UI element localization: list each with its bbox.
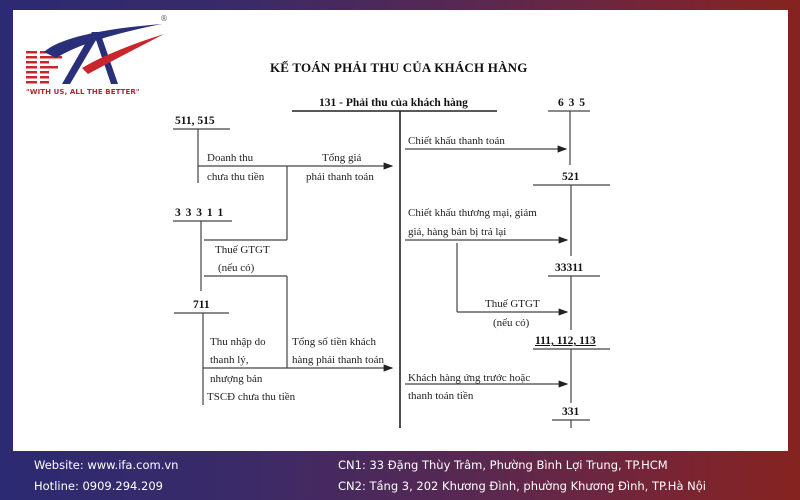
label-tong-so-2: hàng phải thanh toán (292, 354, 384, 366)
label-khach-hang-1: Khách hàng ứng trước hoặc (408, 372, 531, 384)
account-521-label: 521 (562, 171, 580, 183)
label-khach-hang-2: thanh toán tiền (408, 390, 474, 402)
label-thue-gtgt-right-1: Thuế GTGT (485, 298, 540, 310)
label-thu-nhap-4: TSCĐ chưa thu tiền (207, 391, 296, 403)
footer-hotline[interactable]: Hotline: 0909.294.209 (34, 479, 163, 493)
diagram-title: KẾ TOÁN PHẢI THU CỦA KHÁCH HÀNG (270, 60, 528, 75)
account-111-112-113-label: 111, 112, 113 (535, 335, 596, 347)
footer-branch-1: CN1: 33 Đặng Thùy Trâm, Phường Bình Lợi … (338, 458, 668, 472)
label-chiet-khau-tm-1: Chiết khấu thương mại, giảm (408, 207, 537, 219)
account-131-label: 131 - Phải thu của khách hàng (319, 97, 468, 109)
brand-tagline: "WITH US, ALL THE BETTER" (26, 88, 140, 96)
label-doanh-thu-2: chưa thu tiền (207, 171, 265, 183)
registered-mark: ® (160, 14, 168, 23)
account-635-label: 6 3 5 (558, 97, 586, 109)
label-chiet-khau-tt: Chiết khấu thanh toán (408, 135, 505, 147)
footer-branch-2: CN2: Tầng 3, 202 Khương Đình, phường Khư… (338, 479, 706, 493)
footer-website[interactable]: Website: www.ifa.com.vn (34, 458, 179, 472)
account-711-label: 711 (193, 299, 210, 311)
ifa-logo (22, 18, 172, 102)
label-thu-nhap-3: nhượng bán (210, 373, 263, 385)
label-chiet-khau-tm-2: giá, hàng bán bị trả lại (408, 226, 507, 238)
label-tong-gia-1: Tổng giá (322, 152, 362, 164)
account-33311-right-label: 33311 (555, 262, 584, 274)
label-thu-nhap-2: thanh lý, (210, 354, 249, 366)
label-thue-gtgt-left-2: (nếu có) (218, 262, 255, 274)
label-thue-gtgt-right-2: (nếu có) (493, 317, 530, 329)
account-511-515-label: 511, 515 (175, 115, 215, 127)
label-tong-gia-2: phải thanh toán (306, 171, 374, 183)
label-tong-so-1: Tổng số tiền khách (292, 336, 377, 348)
label-doanh-thu-1: Doanh thu (207, 152, 254, 164)
account-33311-left-label: 3 3 3 1 1 (175, 207, 225, 219)
account-331-label: 331 (562, 406, 580, 418)
label-thu-nhap-1: Thu nhập do (210, 336, 266, 348)
ifa-logo-icon (26, 24, 164, 84)
label-thue-gtgt-left-1: Thuế GTGT (215, 244, 270, 256)
